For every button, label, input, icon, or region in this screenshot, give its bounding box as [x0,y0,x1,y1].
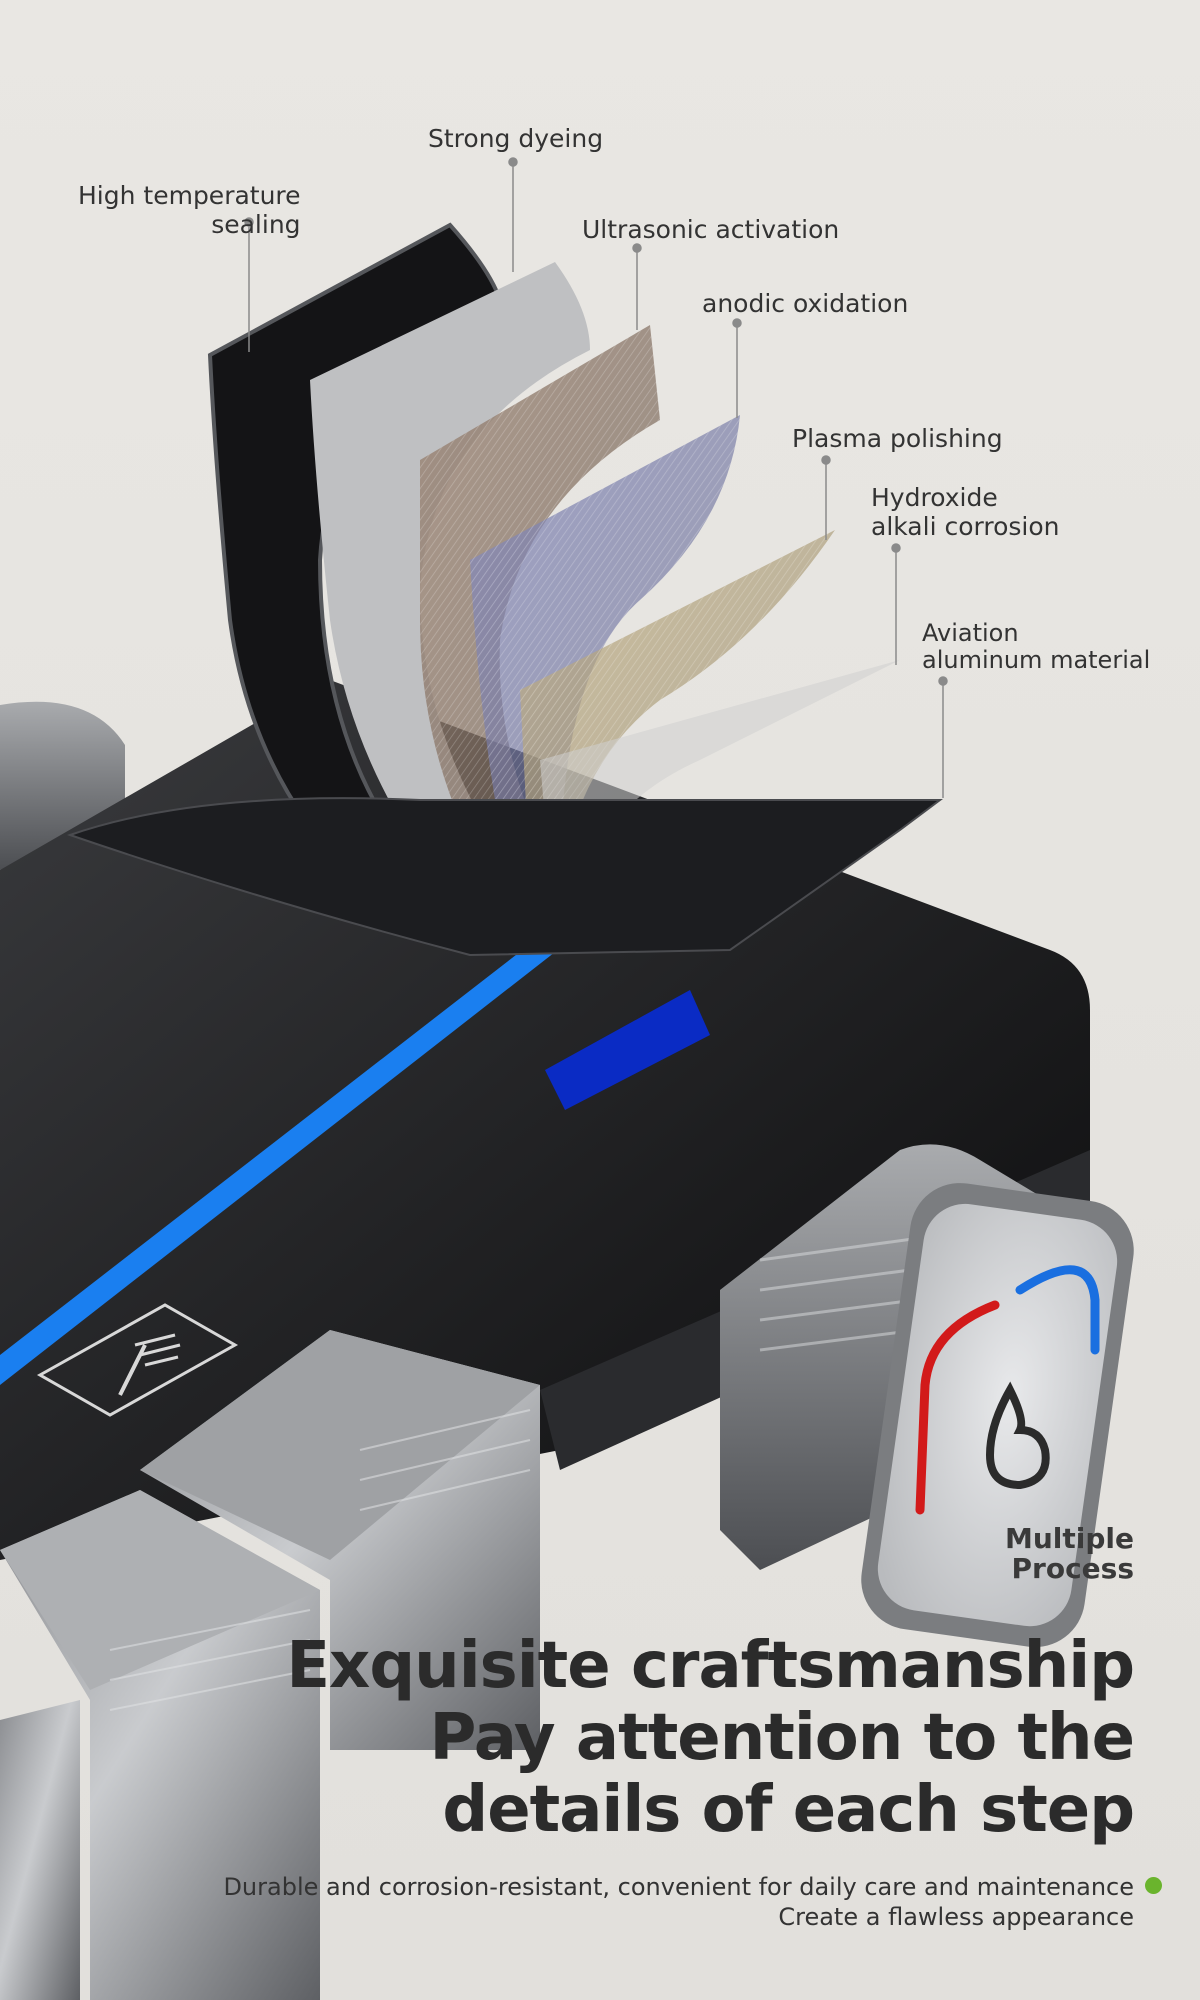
shower-icon [36,1303,239,1417]
label-ultrasonic-activation: Ultrasonic activation [582,215,840,244]
headline: Exquisite craftsmanship Pay attention to… [286,1629,1135,1847]
label-aviation-aluminum-material: Aviation aluminum material [922,619,1151,674]
label-high-temperature-sealing: High temperature sealing [78,181,301,239]
label-hydroxide-alkali-corrosion: Hydroxide alkali corrosion [871,483,1060,541]
multiple-process-badge: Multiple Process [1004,1522,1134,1585]
label-plasma-polishing: Plasma polishing [792,424,1003,453]
green-dot [1145,1877,1162,1894]
water-drop-icon [985,1381,1050,1490]
subtext: Durable and corrosion-resistant, conveni… [223,1873,1134,1931]
label-strong-dyeing: Strong dyeing [428,124,604,153]
label-anodic-oxidation: anodic oxidation [702,289,909,318]
blue-light-strip [0,820,705,1385]
